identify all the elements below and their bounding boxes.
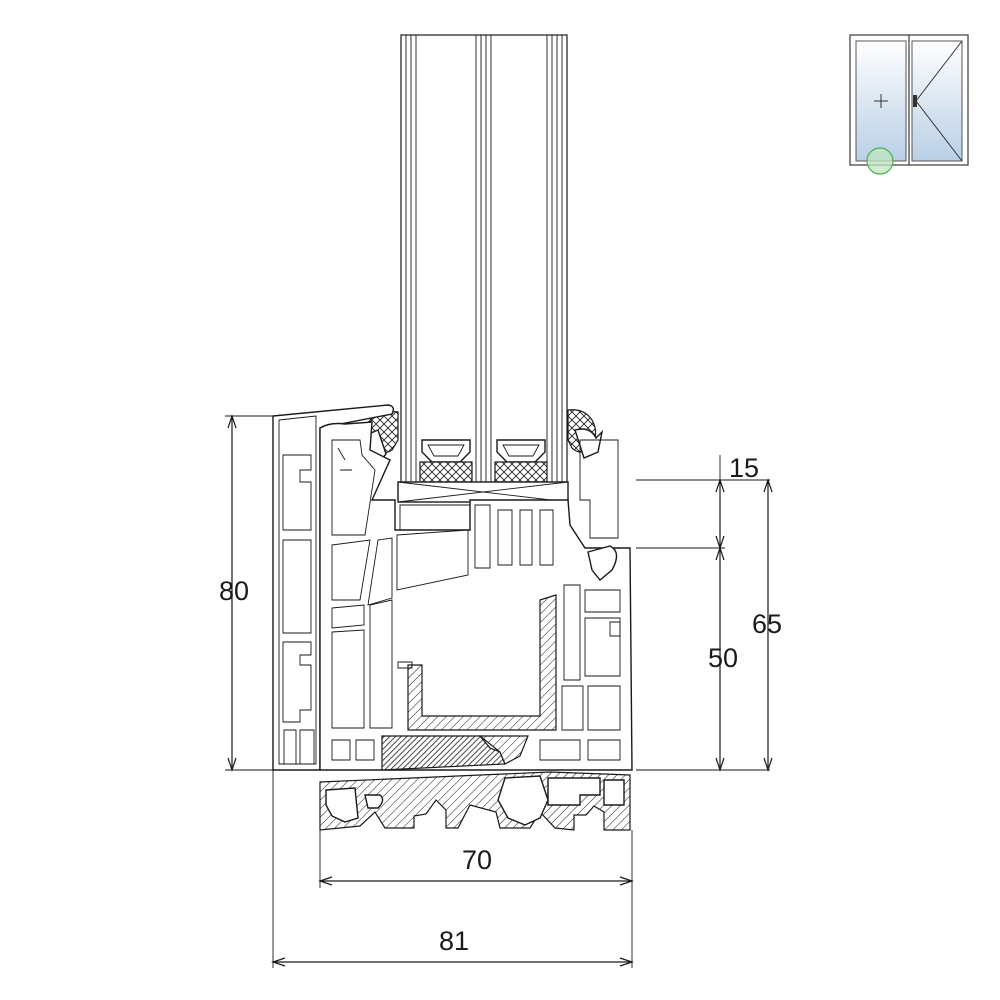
dim-label-80: 80 <box>219 576 249 606</box>
frame-profile <box>272 404 395 771</box>
steel-reinforcement <box>397 594 557 731</box>
highlight-circle <box>866 147 894 175</box>
dim-label-65: 65 <box>752 609 782 639</box>
glazing-block <box>397 481 569 503</box>
dim-label-15: 15 <box>729 453 759 483</box>
glazing-gasket-right <box>567 409 604 459</box>
dimension-lines <box>225 414 773 968</box>
dim-label-70: 70 <box>462 845 492 875</box>
bottom-seal <box>381 735 529 771</box>
dim-label-81: 81 <box>439 926 469 956</box>
glazing-unit <box>400 34 568 484</box>
dim-label-50: 50 <box>708 643 738 673</box>
window-position-icon <box>849 34 969 175</box>
sill-profile <box>319 771 631 831</box>
